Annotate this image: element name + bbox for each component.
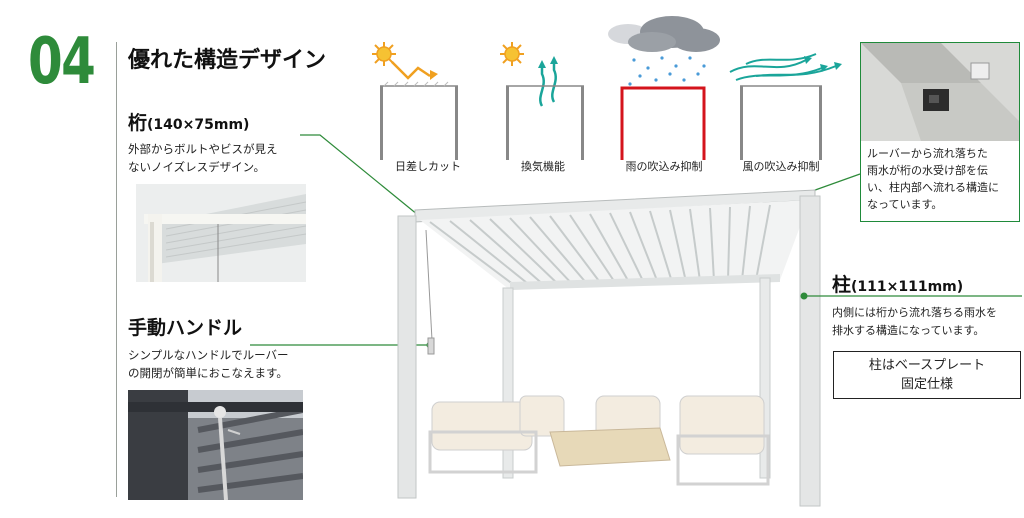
post-heading: 柱(111×111mm): [832, 270, 963, 297]
beam-heading: 桁(140×75mm): [128, 108, 249, 135]
beam-name: 桁: [128, 112, 148, 134]
post-description: 内側には桁から流れ落ちる雨水を 排水する構造になっています。: [832, 306, 997, 337]
drain-photo: [861, 43, 1019, 141]
base-plate-note: 柱はベースプレート 固定仕様: [833, 351, 1021, 399]
divider-line: [116, 42, 117, 497]
post-spec: (111×111mm): [851, 279, 964, 295]
sun-block-icon: [372, 42, 458, 160]
drain-note-box: ルーバーから流れ落ちた 雨水が桁の水受け部を伝 い、柱内部へ流れる構造に なって…: [860, 42, 1020, 222]
handle-description: シンプルなハンドルでルーバー の開閉が簡単におこなえます。: [128, 348, 289, 380]
page-title: 優れた構造デザイン: [128, 48, 327, 73]
feature-label-sun: 日差しカット: [395, 160, 461, 173]
handle-photo: [128, 390, 303, 500]
wind-block-icon: [729, 53, 842, 160]
post-callout-line: [800, 292, 1022, 300]
drain-note-text: ルーバーから流れ落ちた 雨水が桁の水受け部を伝 い、柱内部へ流れる構造に なって…: [867, 147, 999, 211]
beam-photo: [136, 184, 306, 282]
ventilation-icon: [500, 42, 584, 160]
section-number: 04: [28, 25, 96, 99]
pergola-illustration: [397, 189, 821, 507]
beam-spec: (140×75mm): [147, 117, 250, 133]
feature-label-rain: 雨の吹込み抑制: [625, 160, 703, 173]
rain-block-icon: [608, 16, 720, 160]
handle-heading: 手動ハンドル: [128, 317, 243, 339]
feature-label-vent: 換気機能: [521, 160, 565, 173]
post-name: 柱: [832, 274, 852, 296]
feature-label-wind: 風の吹込み抑制: [742, 160, 820, 173]
beam-description: 外部からボルトやビスが見え ないノイズレスデザイン。: [128, 142, 278, 174]
